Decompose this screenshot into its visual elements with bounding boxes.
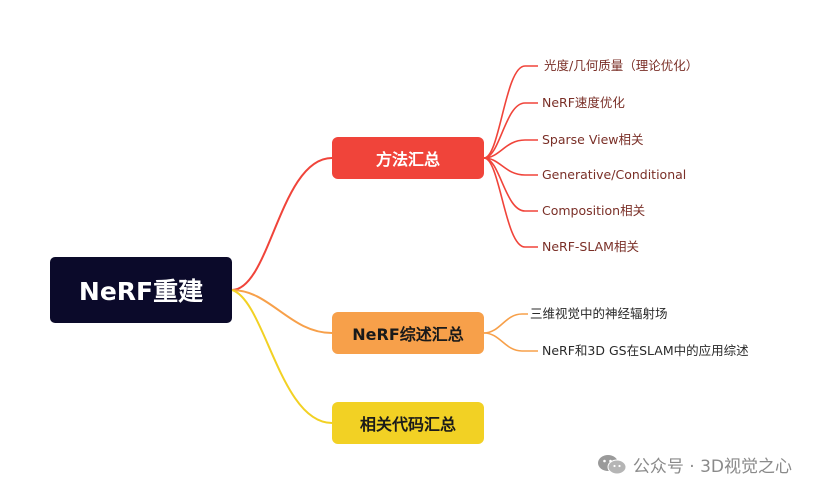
watermark: 公众号 · 3D视觉之心: [597, 452, 792, 477]
branch-methods: 方法汇总: [332, 137, 484, 179]
root-node: NeRF重建: [50, 257, 232, 323]
connector-leaf-2-1: [483, 313, 528, 334]
leaf-sparse-view: Sparse View相关: [542, 132, 644, 147]
connector-root-branch-3: [231, 289, 333, 424]
connector-leaf-1-3: [483, 139, 538, 159]
leaf-neural-radiance-fields-3d-vision: 三维视觉中的神经辐射场: [530, 306, 668, 321]
leaf-nerf-slam: NeRF-SLAM相关: [542, 239, 639, 254]
connector-leaf-1-2: [483, 102, 538, 159]
connector-root-branch-2: [231, 289, 333, 334]
connector-leaf-1-6: [483, 157, 538, 248]
connector-leaf-1-4: [483, 157, 538, 176]
branch-code: 相关代码汇总: [332, 402, 484, 444]
wechat-icon: [597, 454, 627, 476]
leaf-composition: Composition相关: [542, 203, 646, 218]
connector-root-branch-1: [231, 157, 333, 291]
connector-leaf-1-1: [483, 65, 538, 159]
leaf-generative-conditional: Generative/Conditional: [542, 167, 687, 182]
connector-leaf-2-2: [483, 332, 538, 352]
branch-surveys: NeRF综述汇总: [332, 312, 484, 354]
leaf-nerf-3dgs-slam-survey: NeRF和3D GS在SLAM中的应用综述: [542, 343, 749, 358]
watermark-text: 公众号 · 3D视觉之心: [632, 457, 792, 477]
leaf-photometric-geometric-quality: 光度/几何质量（理论优化）: [544, 58, 699, 73]
leaf-nerf-speed: NeRF速度优化: [542, 95, 625, 110]
